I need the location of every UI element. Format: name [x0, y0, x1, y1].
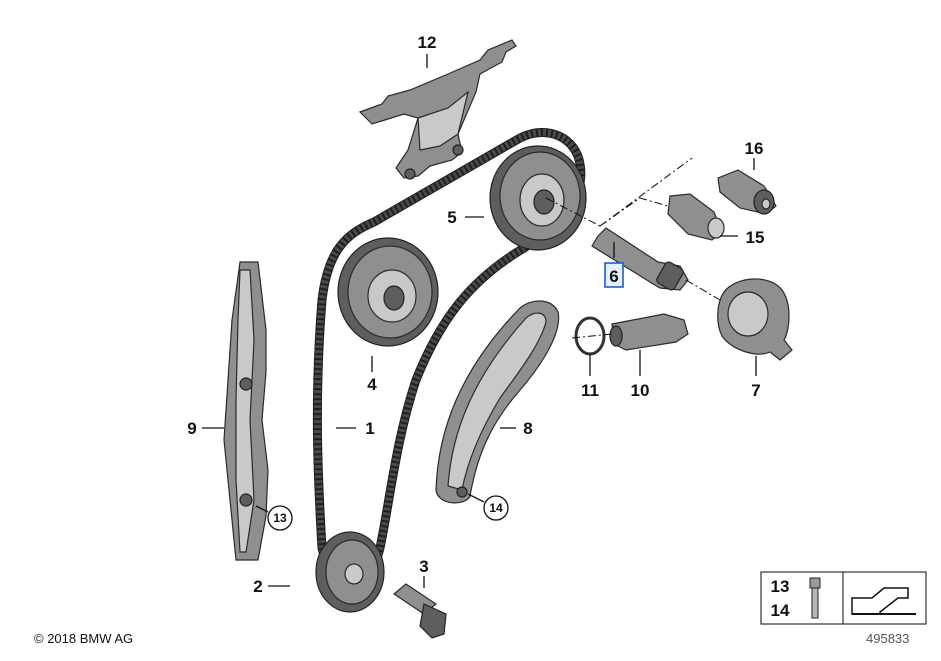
- legend-box: 13 14: [760, 571, 927, 625]
- legend-arrow-icon: [851, 587, 916, 615]
- part-12-chain-guide-bracket[interactable]: [358, 39, 517, 180]
- callout-4[interactable]: 4: [367, 375, 377, 394]
- part-16-valve-insert[interactable]: [717, 169, 777, 215]
- part-3-bolt[interactable]: [392, 583, 447, 639]
- callout-6-highlight: [604, 262, 624, 288]
- part-15-valve-insert[interactable]: [667, 193, 725, 241]
- callout-labels: 12 5 4 1 2 3 9 8 6 15 16 7 10 11: [187, 33, 764, 596]
- part-5-camshaft-adjuster-exhaust[interactable]: [489, 145, 587, 251]
- callout-7[interactable]: 7: [751, 381, 760, 400]
- copyright-text: © 2018 BMW AG: [34, 631, 133, 646]
- callout-9[interactable]: 9: [187, 419, 196, 438]
- callout-8[interactable]: 8: [523, 419, 532, 438]
- callout-5[interactable]: 5: [447, 208, 456, 227]
- circled-callout-13-text: 13: [273, 511, 287, 525]
- callout-11[interactable]: 11: [581, 381, 599, 400]
- legend-stud-icon: [809, 577, 821, 619]
- part-10-chain-tensioner[interactable]: [609, 313, 689, 351]
- callout-10[interactable]: 10: [631, 381, 650, 400]
- part-2-crankshaft-sprocket[interactable]: [315, 531, 385, 613]
- part-8-guide-rail[interactable]: [435, 300, 560, 504]
- leader-lines: [202, 54, 757, 588]
- callout-6[interactable]: 6: [609, 267, 618, 286]
- part-9-tensioner-rail[interactable]: [223, 261, 269, 561]
- circled-callout-13[interactable]: 13: [267, 505, 293, 531]
- callout-3[interactable]: 3: [419, 557, 428, 576]
- circled-callout-14-text: 14: [489, 501, 503, 515]
- callout-15[interactable]: 15: [746, 228, 765, 247]
- callout-2[interactable]: 2: [253, 577, 262, 596]
- part-4-camshaft-adjuster-intake[interactable]: [337, 237, 439, 347]
- legend-label-13: 13: [771, 577, 790, 596]
- callout-1[interactable]: 1: [365, 419, 374, 438]
- assembly-lines: [545, 157, 721, 339]
- part-7-cover[interactable]: [717, 278, 793, 361]
- legend-label-14: 14: [771, 601, 790, 620]
- circled-callout-14[interactable]: 14: [483, 495, 509, 521]
- callout-16[interactable]: 16: [745, 139, 764, 158]
- diagram-number: 495833: [866, 631, 909, 646]
- callout-12[interactable]: 12: [418, 33, 437, 52]
